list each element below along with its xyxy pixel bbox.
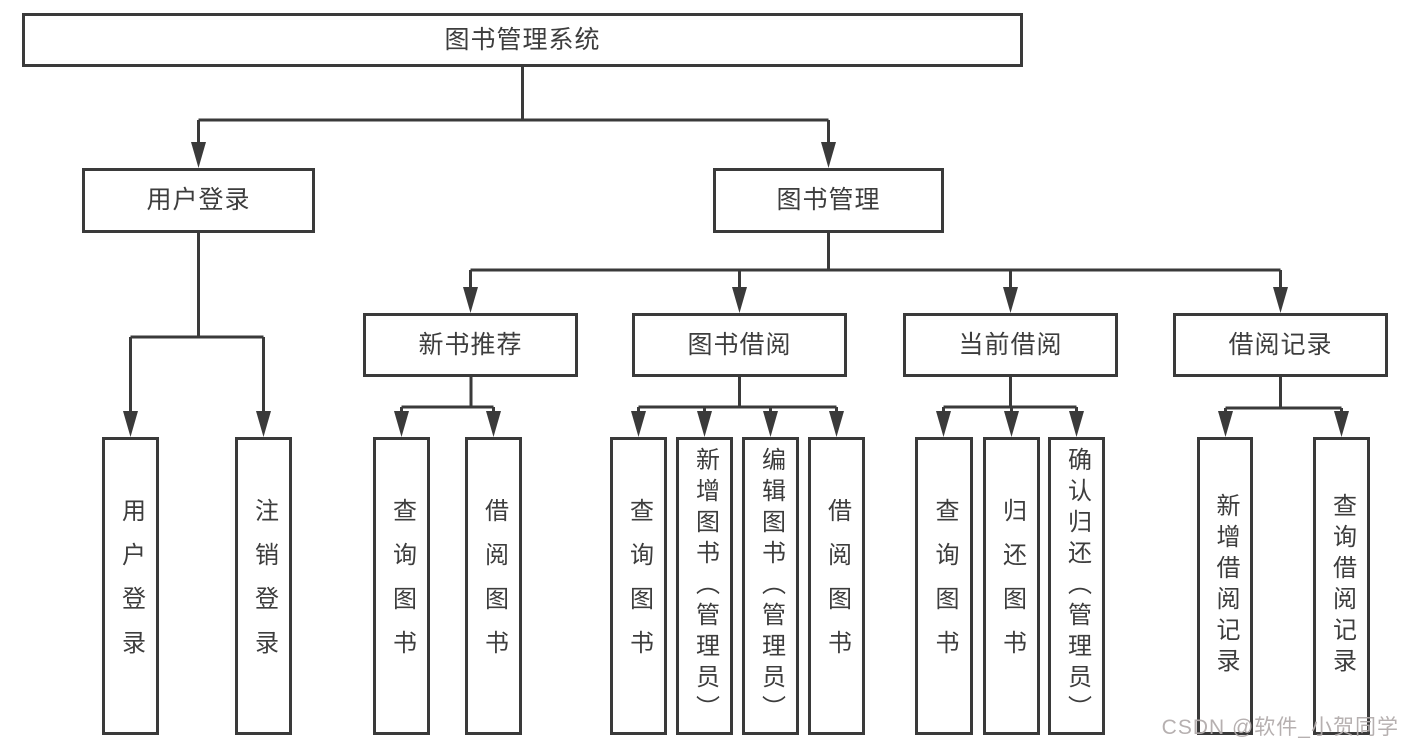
- leaf-return-books-label: 归还图书: [998, 498, 1026, 674]
- leaf-query-books-current: 查询图书: [915, 437, 973, 735]
- leaf-edit-book-admin: 编辑图书（管理员）: [742, 437, 799, 735]
- leaf-query-books-current-label: 查询图书: [931, 498, 958, 674]
- node-current-borrowing: 当前借阅: [903, 313, 1118, 377]
- node-user-login-label: 用户登录: [146, 186, 251, 214]
- leaf-edit-book-admin-label: 编辑图书（管理员）: [757, 446, 785, 726]
- leaf-borrow-books-recommend: 借阅图书: [465, 437, 522, 735]
- leaf-query-borrow-record: 查询借阅记录: [1313, 437, 1370, 735]
- node-borrowing-records: 借阅记录: [1173, 313, 1388, 377]
- leaf-user-login: 用户登录: [102, 437, 159, 735]
- leaf-borrow-books-recommend-label: 借阅图书: [480, 498, 508, 674]
- node-root-label: 图书管理系统: [444, 25, 601, 54]
- leaf-add-borrow-record-label: 新增借阅记录: [1212, 493, 1239, 679]
- node-borrowing-records-label: 借阅记录: [1228, 330, 1333, 359]
- node-book-borrowing-label: 图书借阅: [687, 330, 792, 359]
- leaf-query-borrow-record-label: 查询借阅记录: [1328, 493, 1356, 679]
- leaf-query-books-recommend: 查询图书: [373, 437, 430, 735]
- leaf-logout: 注销登录: [235, 437, 292, 735]
- leaf-logout-label: 注销登录: [250, 498, 278, 674]
- node-current-borrowing-label: 当前借阅: [958, 330, 1063, 359]
- watermark: CSDN @软件_小贺同学: [1161, 716, 1399, 739]
- node-book-management: 图书管理: [713, 168, 944, 233]
- node-user-login: 用户登录: [82, 168, 315, 233]
- node-new-book-recommendation: 新书推荐: [363, 313, 578, 377]
- leaf-user-login-label: 用户登录: [117, 498, 145, 674]
- leaf-query-books-borrowing-label: 查询图书: [625, 498, 653, 674]
- leaf-confirm-return-admin-label: 确认归还（管理员）: [1063, 446, 1091, 726]
- node-new-book-recommendation-label: 新书推荐: [418, 330, 523, 359]
- leaf-add-borrow-record: 新增借阅记录: [1197, 437, 1253, 735]
- node-book-borrowing: 图书借阅: [632, 313, 847, 377]
- leaf-borrow-books-borrowing-label: 借阅图书: [823, 498, 851, 674]
- node-book-management-label: 图书管理: [776, 186, 881, 214]
- leaf-confirm-return-admin: 确认归还（管理员）: [1048, 437, 1105, 735]
- leaf-return-books: 归还图书: [983, 437, 1040, 735]
- node-root: 图书管理系统: [22, 13, 1023, 67]
- leaf-add-book-admin: 新增图书（管理员）: [676, 437, 733, 735]
- leaf-query-books-borrowing: 查询图书: [610, 437, 667, 735]
- leaf-query-books-recommend-label: 查询图书: [388, 498, 416, 674]
- leaf-add-book-admin-label: 新增图书（管理员）: [691, 446, 719, 726]
- leaf-borrow-books-borrowing: 借阅图书: [808, 437, 865, 735]
